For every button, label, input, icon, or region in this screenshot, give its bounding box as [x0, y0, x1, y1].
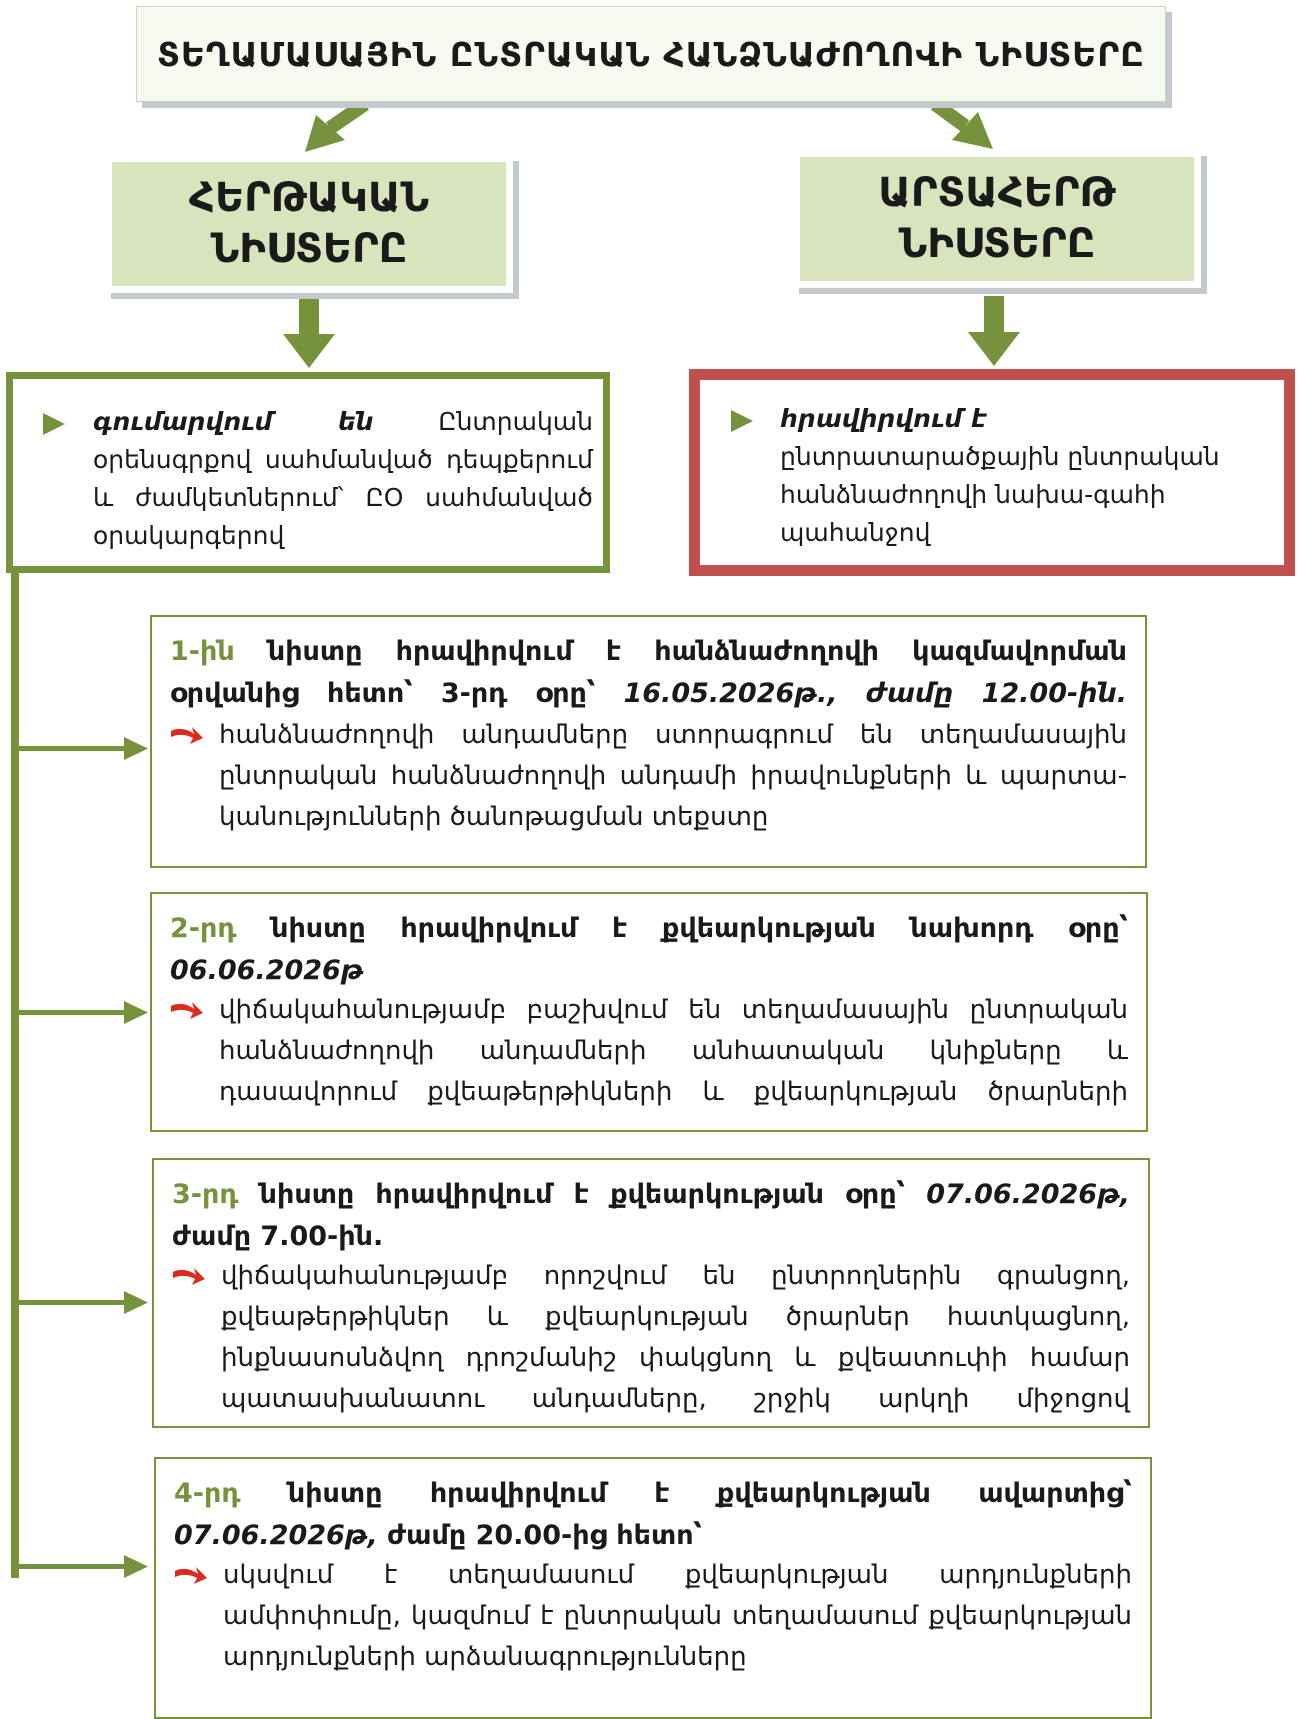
regular-sessions-text: գումարվում են Ընտրական օրենսգրքով սահման…: [93, 403, 593, 555]
session-2-number: 2-րդ: [170, 913, 237, 944]
extraordinary-sessions-description: հրավիրվում է ընտրատարածքային ընտրական հա…: [689, 369, 1295, 576]
arrow-title-to-left: [305, 98, 369, 152]
branch-arrow-3: [15, 1291, 148, 1314]
swoosh-bullet-icon: [171, 1002, 203, 1019]
swoosh-bullet-icon: [175, 1567, 207, 1584]
branch-arrow-2: [15, 1001, 148, 1024]
session-1-body: հանձնաժողովի անդամները ստորագրում են տեղ…: [219, 720, 1127, 832]
page-title: ՏԵՂԱՄԱՍԱՅԻՆ ԸՆՏՐԱԿԱՆ ՀԱՆՁՆԱԺՈՂՈՎԻ ՆԻՍՏԵՐ…: [157, 34, 1145, 74]
regular-sessions-label: ՀԵՐԹԱԿԱՆ ՆԻՍՏԵՐԸ: [188, 175, 430, 272]
session-3-box: 3-րդ նիստը հրավիրվում է քվեարկության օրը…: [152, 1158, 1150, 1428]
session-4-title: նիստը հրավիրվում է քվեարկության ավարտից՝: [287, 1478, 1132, 1509]
extraordinary-sessions-emphasis: հրավիրվում է: [780, 404, 987, 433]
session-2-box: 2-րդ նիստը հրավիրվում է քվեարկության նախ…: [150, 892, 1148, 1132]
extraordinary-sessions-box: ԱՐՏԱՀԵՐԹ ՆԻՍՏԵՐԸ: [793, 150, 1201, 288]
regular-sessions-description: գումարվում են Ընտրական օրենսգրքով սահման…: [6, 372, 610, 573]
session-4-number: 4-րդ: [174, 1478, 241, 1509]
session-3-date: 07.06.2026թ,: [926, 1179, 1131, 1210]
title-box: ՏԵՂԱՄԱՍԱՅԻՆ ԸՆՏՐԱԿԱՆ ՀԱՆՁՆԱԺՈՂՈՎԻ ՆԻՍՏԵՐ…: [136, 6, 1166, 102]
swoosh-bullet-icon: [173, 1268, 205, 1285]
triangle-bullet-icon: [43, 413, 65, 435]
session-1-number: 1-ին: [170, 636, 235, 667]
session-1-box: 1-ին նիստը հրավիրվում է հանձնաժողովի կազ…: [150, 615, 1147, 868]
session-4-heading: 4-րդ նիստը հրավիրվում է քվեարկության ավա…: [174, 1473, 1132, 1557]
arrow-left-cat-to-main: [283, 296, 335, 368]
session-1-date: 16.05.2026թ., ժամը 12.00-ին.: [623, 678, 1127, 709]
regular-sessions-emphasis: գումարվում են: [93, 407, 374, 436]
session-2-title: նիստը հրավիրվում է քվեարկության նախորդ օ…: [271, 913, 1129, 944]
session-1-heading: 1-ին նիստը հրավիրվում է հանձնաժողովի կազ…: [170, 631, 1127, 715]
session-4-date: 07.06.2026թ,: [174, 1520, 378, 1551]
session-2-body: վիճակահանությամբ բաշխվում են տեղամասային…: [219, 995, 1128, 1107]
swoosh-bullet-icon: [171, 727, 203, 744]
branch-arrow-1: [15, 737, 148, 760]
session-3-body: վիճակահանությամբ որոշվում են ընտրողներին…: [221, 1261, 1130, 1414]
triangle-bullet-icon: [731, 410, 753, 432]
extraordinary-sessions-detail: ընտրատարածքային ընտրական հանձնաժողովի նա…: [780, 442, 1220, 547]
session-3-title: նիստը հրավիրվում է քվեարկության օրը՝: [259, 1179, 906, 1210]
extraordinary-sessions-text: հրավիրվում է ընտրատարածքային ընտրական հա…: [780, 400, 1270, 552]
session-4-box: 4-րդ նիստը հրավիրվում է քվեարկության ավա…: [154, 1457, 1152, 1719]
arrow-title-to-right: [930, 98, 993, 149]
session-1-title: նիստը հրավիրվում է հանձնաժողովի կազմավոր…: [170, 636, 1127, 709]
regular-sessions-box: ՀԵՐԹԱԿԱՆ ՆԻՍՏԵՐԸ: [105, 155, 513, 293]
session-3-number: 3-րդ: [172, 1179, 239, 1210]
session-3-time: ժամը 7.00-ին.: [172, 1221, 384, 1252]
extraordinary-sessions-label: ԱՐՏԱՀԵՐԹ ՆԻՍՏԵՐԸ: [878, 170, 1116, 267]
vertical-trunk: [11, 570, 19, 1578]
branch-arrow-4: [15, 1555, 148, 1578]
session-3-heading: 3-րդ նիստը հրավիրվում է քվեարկության օրը…: [172, 1174, 1130, 1258]
session-2-date: 06.06.2026թ: [170, 955, 364, 986]
arrow-right-cat-to-main: [968, 296, 1020, 366]
regular-sessions-detail: Ընտրական օրենսգրքով սահմանված դեպքերում …: [93, 407, 593, 550]
session-4-time: ժամը 20.00-ից հետո՝: [387, 1520, 703, 1551]
session-2-heading: 2-րդ նիստը հրավիրվում է քվեարկության նախ…: [170, 908, 1128, 992]
session-4-body: սկսվում է տեղամասում քվեարկության արդյու…: [223, 1560, 1132, 1672]
